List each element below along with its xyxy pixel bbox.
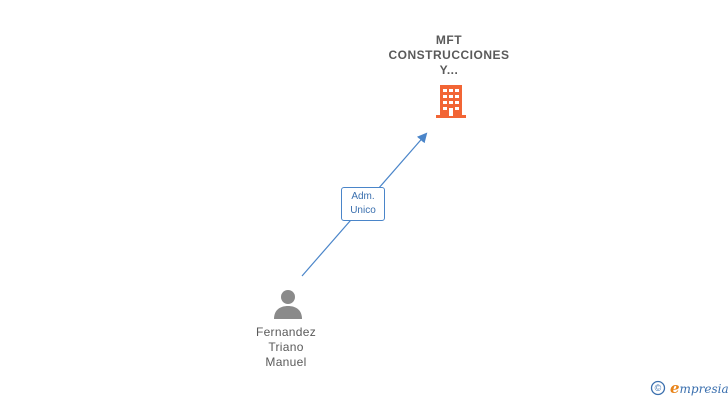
role-badge[interactable]: Adm. Unico <box>341 187 385 221</box>
role-badge-line: Unico <box>350 205 376 216</box>
person-name[interactable]: Fernandez Triano Manuel <box>226 325 346 370</box>
person-name-line: Fernandez <box>255 325 317 339</box>
person-name-line: Triano <box>268 340 304 354</box>
role-badge-line: Adm. <box>351 191 375 202</box>
company-name-line: Y... <box>439 63 459 77</box>
person-name-line: Manuel <box>265 355 307 369</box>
company-name-line: CONSTRUCCIONES <box>388 48 510 62</box>
company-name[interactable]: MFT CONSTRUCCIONES Y... <box>379 33 519 78</box>
company-name-line: MFT <box>435 33 463 47</box>
brand-initial: e <box>670 379 680 397</box>
copyright-symbol: © <box>655 383 662 393</box>
person-icon[interactable] <box>272 288 304 320</box>
building-icon[interactable] <box>434 83 468 119</box>
brand-name: mpresia <box>679 382 728 396</box>
copyright-icon: © <box>650 380 666 396</box>
brand-logo[interactable]: empresia <box>670 380 728 397</box>
